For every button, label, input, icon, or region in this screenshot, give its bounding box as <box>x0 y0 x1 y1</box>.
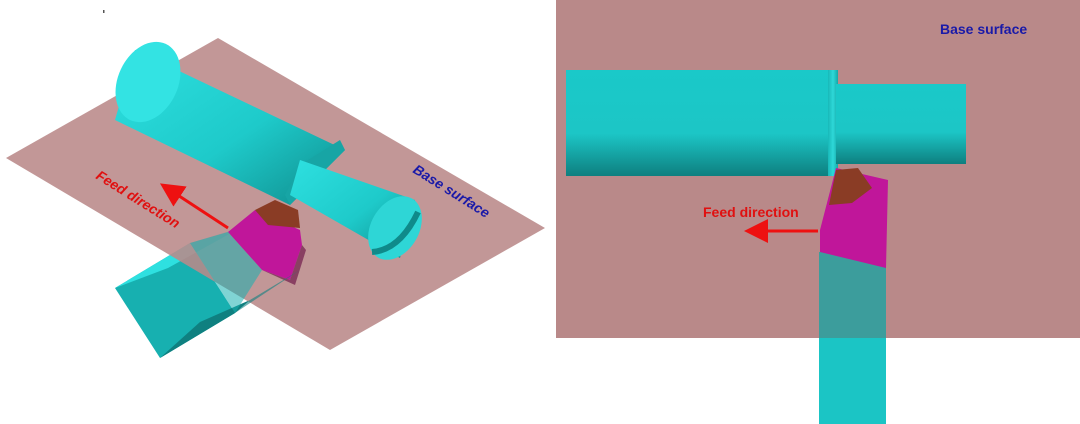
stray-mark <box>103 10 105 13</box>
workpiece-end-face-large <box>115 41 181 123</box>
workpiece-shoulder-right <box>828 70 838 176</box>
workpiece-left <box>115 41 422 260</box>
tool-insert-left <box>228 200 306 285</box>
workpiece-end-face-small <box>368 196 422 260</box>
workpiece-small-right <box>836 84 966 164</box>
chip-left <box>255 200 300 228</box>
feed-direction-label-right: Feed direction <box>703 204 799 220</box>
chip-right <box>829 168 872 205</box>
feed-arrow-left <box>159 183 229 230</box>
right-view: Feed direction Base surface <box>556 0 1080 424</box>
workpiece-large-right <box>566 70 834 176</box>
base-surface-label-right: Base surface <box>940 21 1027 37</box>
left-view: Feed direction Base surface <box>6 10 545 358</box>
